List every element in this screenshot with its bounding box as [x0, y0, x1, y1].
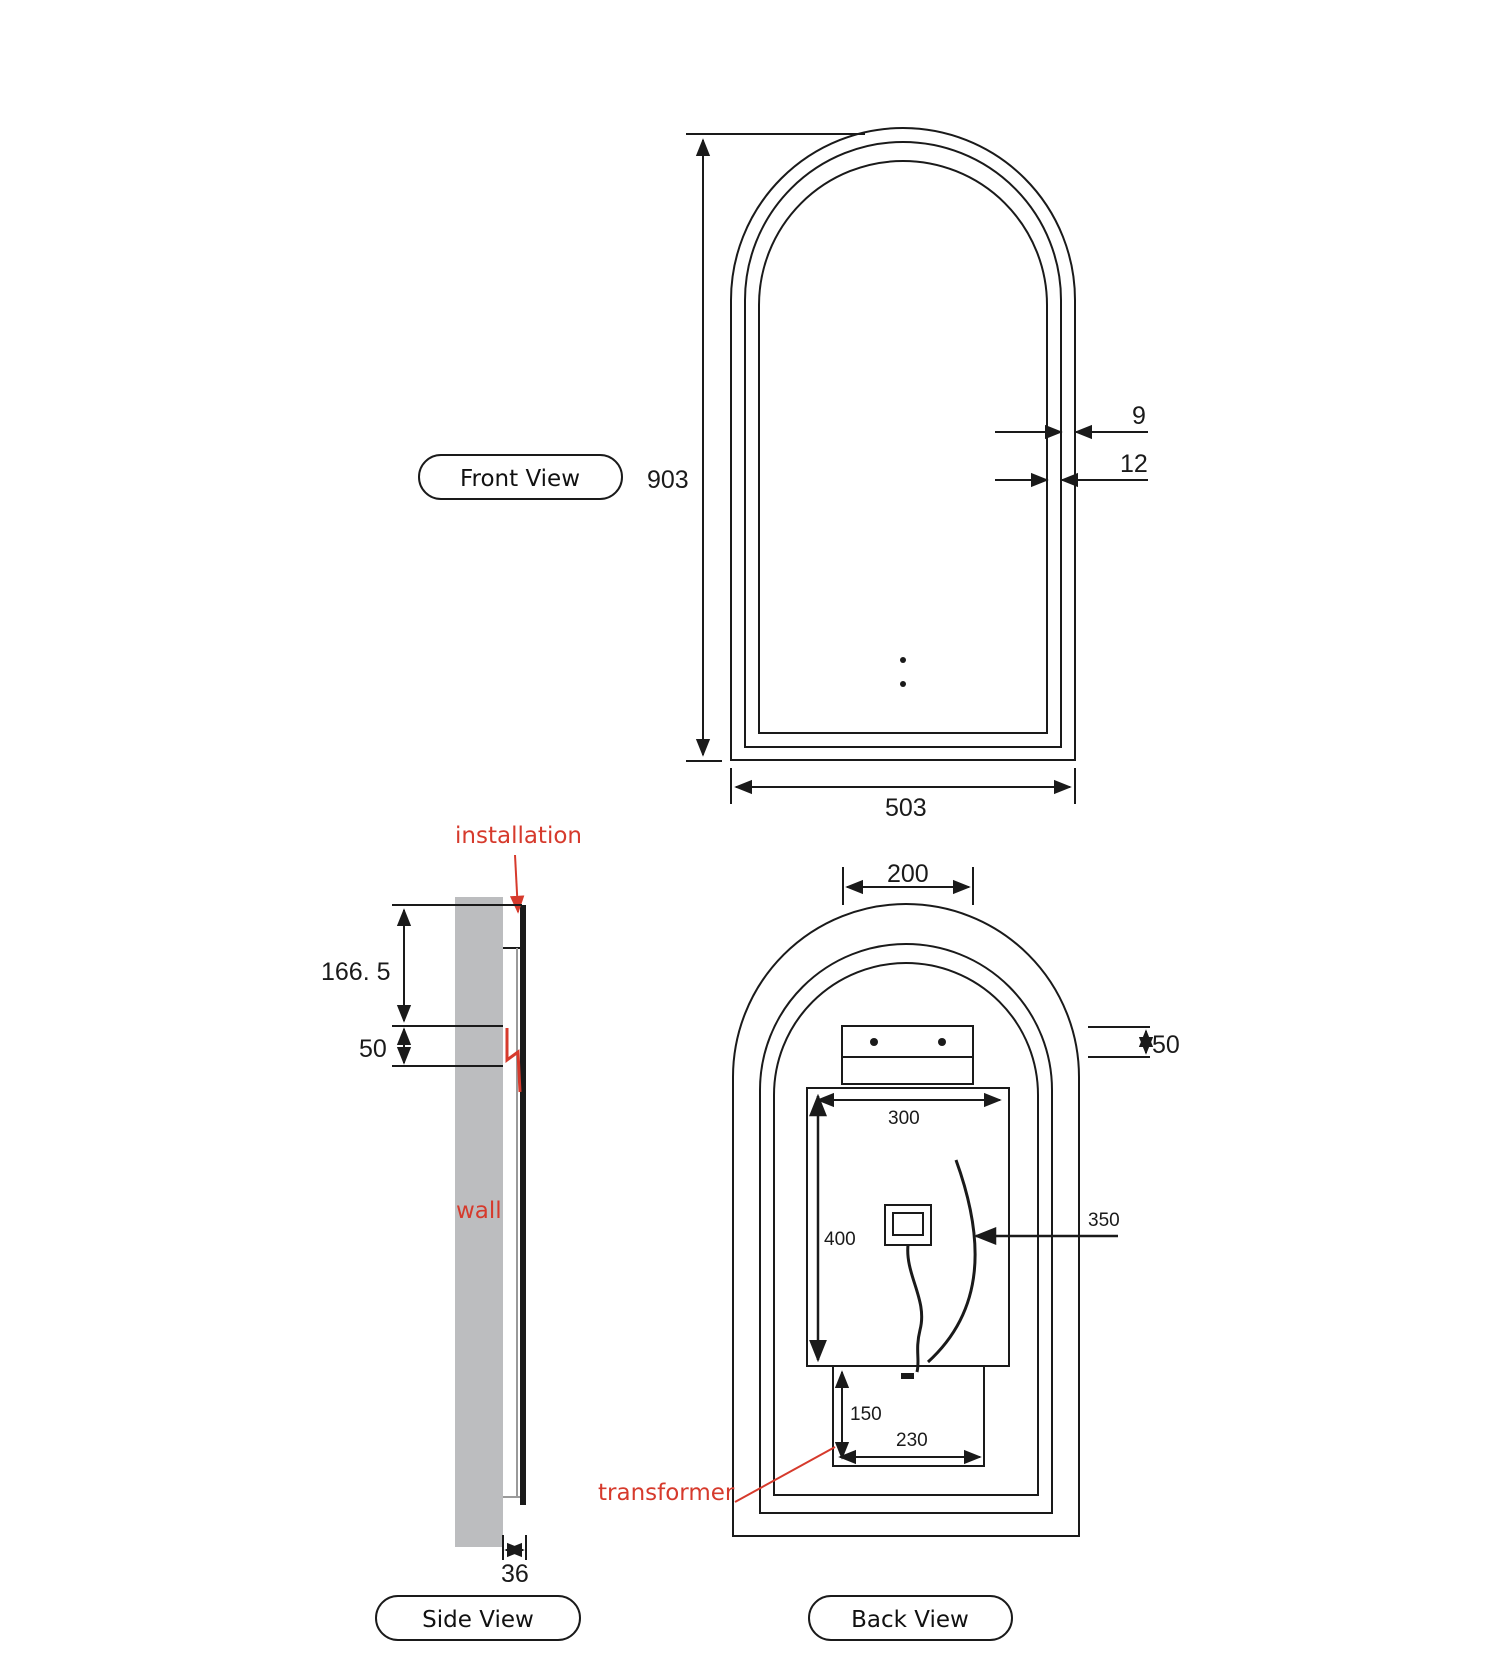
- inset-inner-label: 12: [1120, 450, 1148, 478]
- back-inner-frame: [773, 962, 1039, 1496]
- wall-block: [455, 897, 503, 1547]
- front-outer-frame: [730, 127, 1076, 761]
- front-view-pill: [418, 454, 623, 500]
- back-panel: [806, 1087, 1010, 1367]
- height-label: 903: [647, 466, 689, 494]
- width-label: 503: [885, 794, 927, 822]
- bracket-hole: [938, 1038, 946, 1046]
- hanging-bracket-plate: [841, 1025, 974, 1085]
- bracket-offset-label: 50: [1152, 1031, 1180, 1059]
- hanging-bracket: [505, 1028, 522, 1093]
- transformer-width-label: 230: [896, 1430, 928, 1451]
- switch-cable: [906, 1244, 924, 1373]
- side-view: installation wall 166. 5 50 36 Side View: [321, 823, 582, 1641]
- bracket-label: 50: [359, 1035, 387, 1063]
- back-view: 200 50 300 400 350 150 230 transformer B…: [598, 860, 1180, 1641]
- back-view-pill: [808, 1595, 1013, 1641]
- transformer-height-label: 150: [850, 1404, 882, 1425]
- installation-arrow: [509, 854, 525, 914]
- back-outer-frame: [732, 903, 1080, 1537]
- side-view-label: Side View: [422, 1607, 534, 1633]
- transformer-box: [832, 1365, 985, 1467]
- panel-width-label: 300: [888, 1108, 920, 1129]
- front-middle-frame: [744, 141, 1062, 748]
- panel-height-label: 400: [824, 1229, 856, 1250]
- back-view-label: Back View: [851, 1607, 969, 1633]
- inset-outer-label: 9: [1132, 402, 1146, 430]
- depth-label: 36: [501, 1560, 529, 1588]
- front-inner-frame: [758, 160, 1048, 734]
- front-view-label: Front View: [460, 466, 580, 492]
- top-offset-label: 166. 5: [321, 958, 391, 986]
- back-middle-frame: [759, 943, 1053, 1514]
- mirror-glass-profile: [520, 905, 526, 1505]
- front-view: 903 503 9 12 Front View: [418, 127, 1148, 822]
- installation-label: installation: [455, 823, 582, 849]
- transformer-label: transformer: [598, 1480, 735, 1506]
- switch-box: [884, 1204, 932, 1246]
- touch-sensor-dot: [900, 681, 906, 687]
- wall-label: wall: [456, 1198, 502, 1224]
- panel-arrow-label: 350: [1088, 1210, 1120, 1231]
- bracket-width-label: 200: [887, 860, 929, 888]
- bracket-hole: [870, 1038, 878, 1046]
- switch-box-inner: [892, 1212, 924, 1236]
- transformer-leader: [734, 1446, 836, 1503]
- touch-sensor-dot: [900, 657, 906, 663]
- connector: [901, 1373, 914, 1379]
- side-view-pill: [375, 1595, 581, 1641]
- led-cable: [926, 1159, 977, 1364]
